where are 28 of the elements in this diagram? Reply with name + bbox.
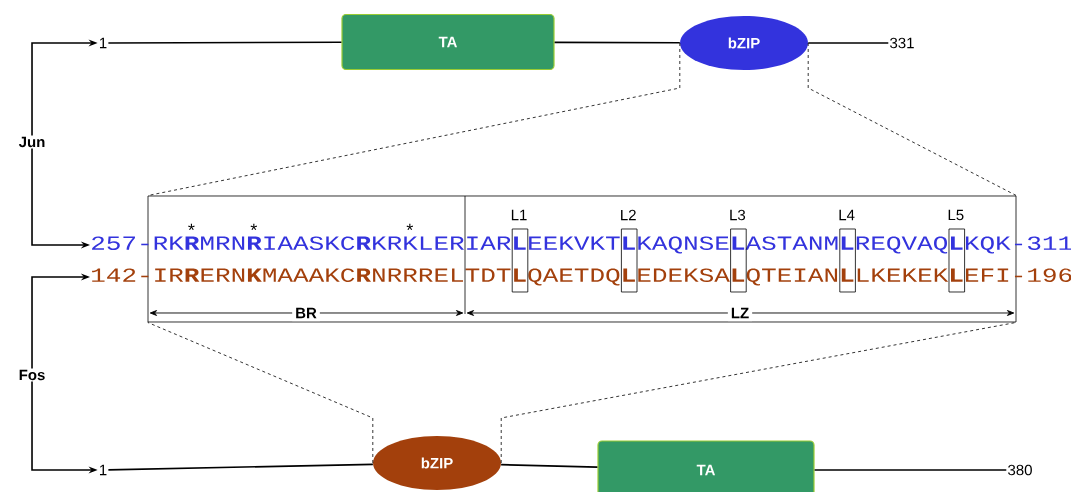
protein-label: Fos xyxy=(19,369,45,381)
column-label: L1 xyxy=(511,209,527,221)
column-label: L2 xyxy=(621,209,636,221)
connector xyxy=(807,42,1017,196)
column-label: L5 xyxy=(948,209,964,221)
residue-number: 331 xyxy=(890,37,914,49)
connector xyxy=(500,463,599,468)
column-label: L3 xyxy=(730,209,746,221)
dimension-label: BR xyxy=(292,304,320,322)
connector xyxy=(500,322,1017,464)
asterisk-mark: * xyxy=(406,223,414,231)
residue-number: 1 xyxy=(100,464,107,476)
connector xyxy=(107,463,374,471)
asterisk-mark: * xyxy=(188,223,195,231)
column-label: L4 xyxy=(839,209,855,221)
connector xyxy=(107,41,343,44)
connector xyxy=(813,469,1008,471)
connector xyxy=(147,42,681,196)
domain-box: TA xyxy=(597,440,815,492)
connector xyxy=(553,41,681,44)
connector xyxy=(807,42,890,44)
asterisk-mark: * xyxy=(250,223,258,231)
domain-box: TA xyxy=(341,13,555,71)
residue-number: 380 xyxy=(1008,464,1032,476)
residue-number: 1 xyxy=(100,37,107,49)
connector xyxy=(147,322,374,464)
protein-label: Jun xyxy=(18,136,45,148)
dimension-label: LZ xyxy=(727,304,753,322)
